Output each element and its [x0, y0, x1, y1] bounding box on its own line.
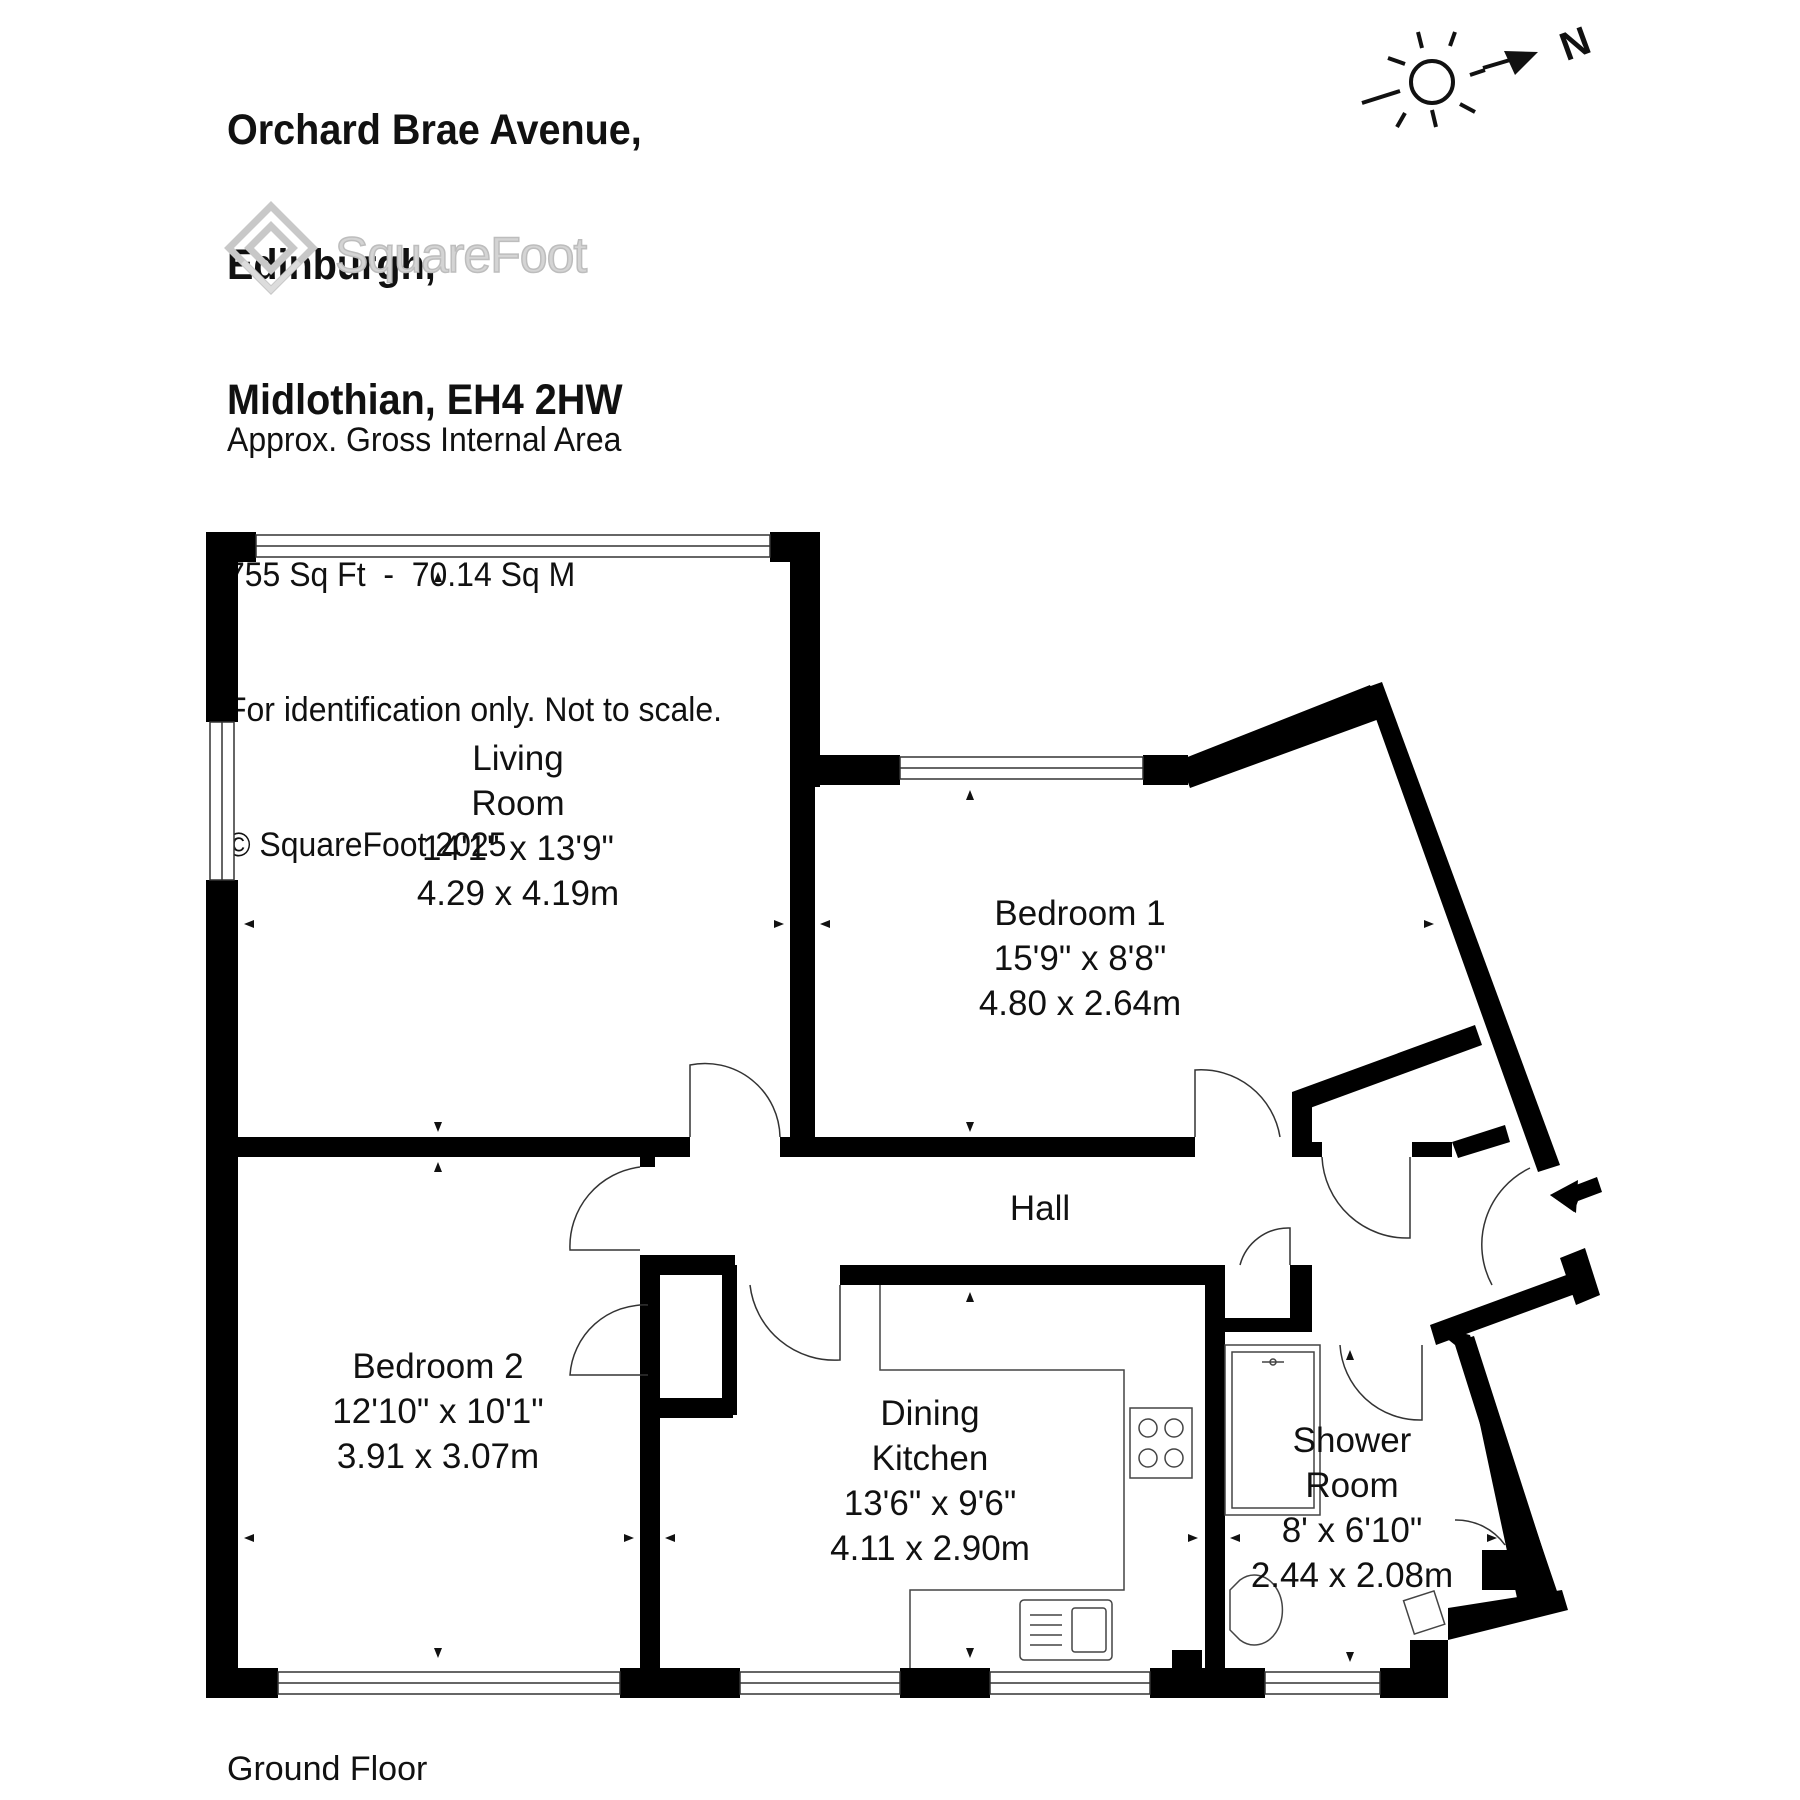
living-room-name-1: Living: [472, 739, 563, 778]
shower-room-name-2: Room: [1305, 1466, 1398, 1505]
shower-room-name-1: Shower: [1293, 1421, 1412, 1460]
area-info: Approx. Gross Internal Area 755 Sq Ft - …: [227, 328, 754, 913]
living-room-name-2: Room: [471, 784, 564, 823]
address-line-3: Midlothian, EH4 2HW: [227, 376, 623, 424]
bedroom1-metric: 4.80 x 2.64m: [979, 984, 1181, 1023]
shower-room-metric: 2.44 x 2.08m: [1251, 1556, 1453, 1595]
area-title: Approx. Gross Internal Area: [227, 421, 622, 459]
floor-label: Ground Floor: [227, 1750, 428, 1788]
windows: [209, 534, 1381, 1695]
kitchen-metric: 4.11 x 2.90m: [830, 1529, 1030, 1568]
copyright: © SquareFoot 2025: [227, 826, 507, 864]
north-arrow-icon: [1504, 51, 1538, 75]
kitchen-units: [879, 1285, 1193, 1668]
disclaimer: For identification only. Not to scale.: [227, 691, 723, 729]
shower-room-imperial: 8' x 6'10": [1282, 1511, 1423, 1550]
bedroom2-name: Bedroom 2: [352, 1347, 523, 1386]
bedroom1-name: Bedroom 1: [994, 894, 1165, 933]
doors: [569, 1062, 1531, 1546]
kitchen-name-1: Dining: [880, 1394, 979, 1433]
bedroom2-metric: 3.91 x 3.07m: [337, 1437, 539, 1476]
walls: [206, 532, 1602, 1698]
address-line-1: Orchard Brae Avenue,: [227, 106, 642, 154]
sun-compass-icon: [1361, 31, 1511, 128]
shower-fittings: [1224, 1344, 1446, 1646]
north-label: N: [1554, 19, 1596, 70]
hall-name: Hall: [1010, 1189, 1070, 1228]
kitchen-imperial: 13'6" x 9'6": [844, 1484, 1017, 1523]
bedroom2-imperial: 12'10" x 10'1": [332, 1392, 543, 1431]
living-room-metric: 4.29 x 4.19m: [417, 874, 619, 913]
kitchen-name-2: Kitchen: [872, 1439, 989, 1478]
living-room-imperial: 14'1" x 13'9": [422, 829, 614, 868]
logo-text: SquareFoot: [334, 226, 588, 284]
squarefoot-logo-icon: [224, 201, 318, 295]
bedroom1-imperial: 15'9" x 8'8": [994, 939, 1167, 978]
dimension-markers: [244, 572, 1497, 1662]
